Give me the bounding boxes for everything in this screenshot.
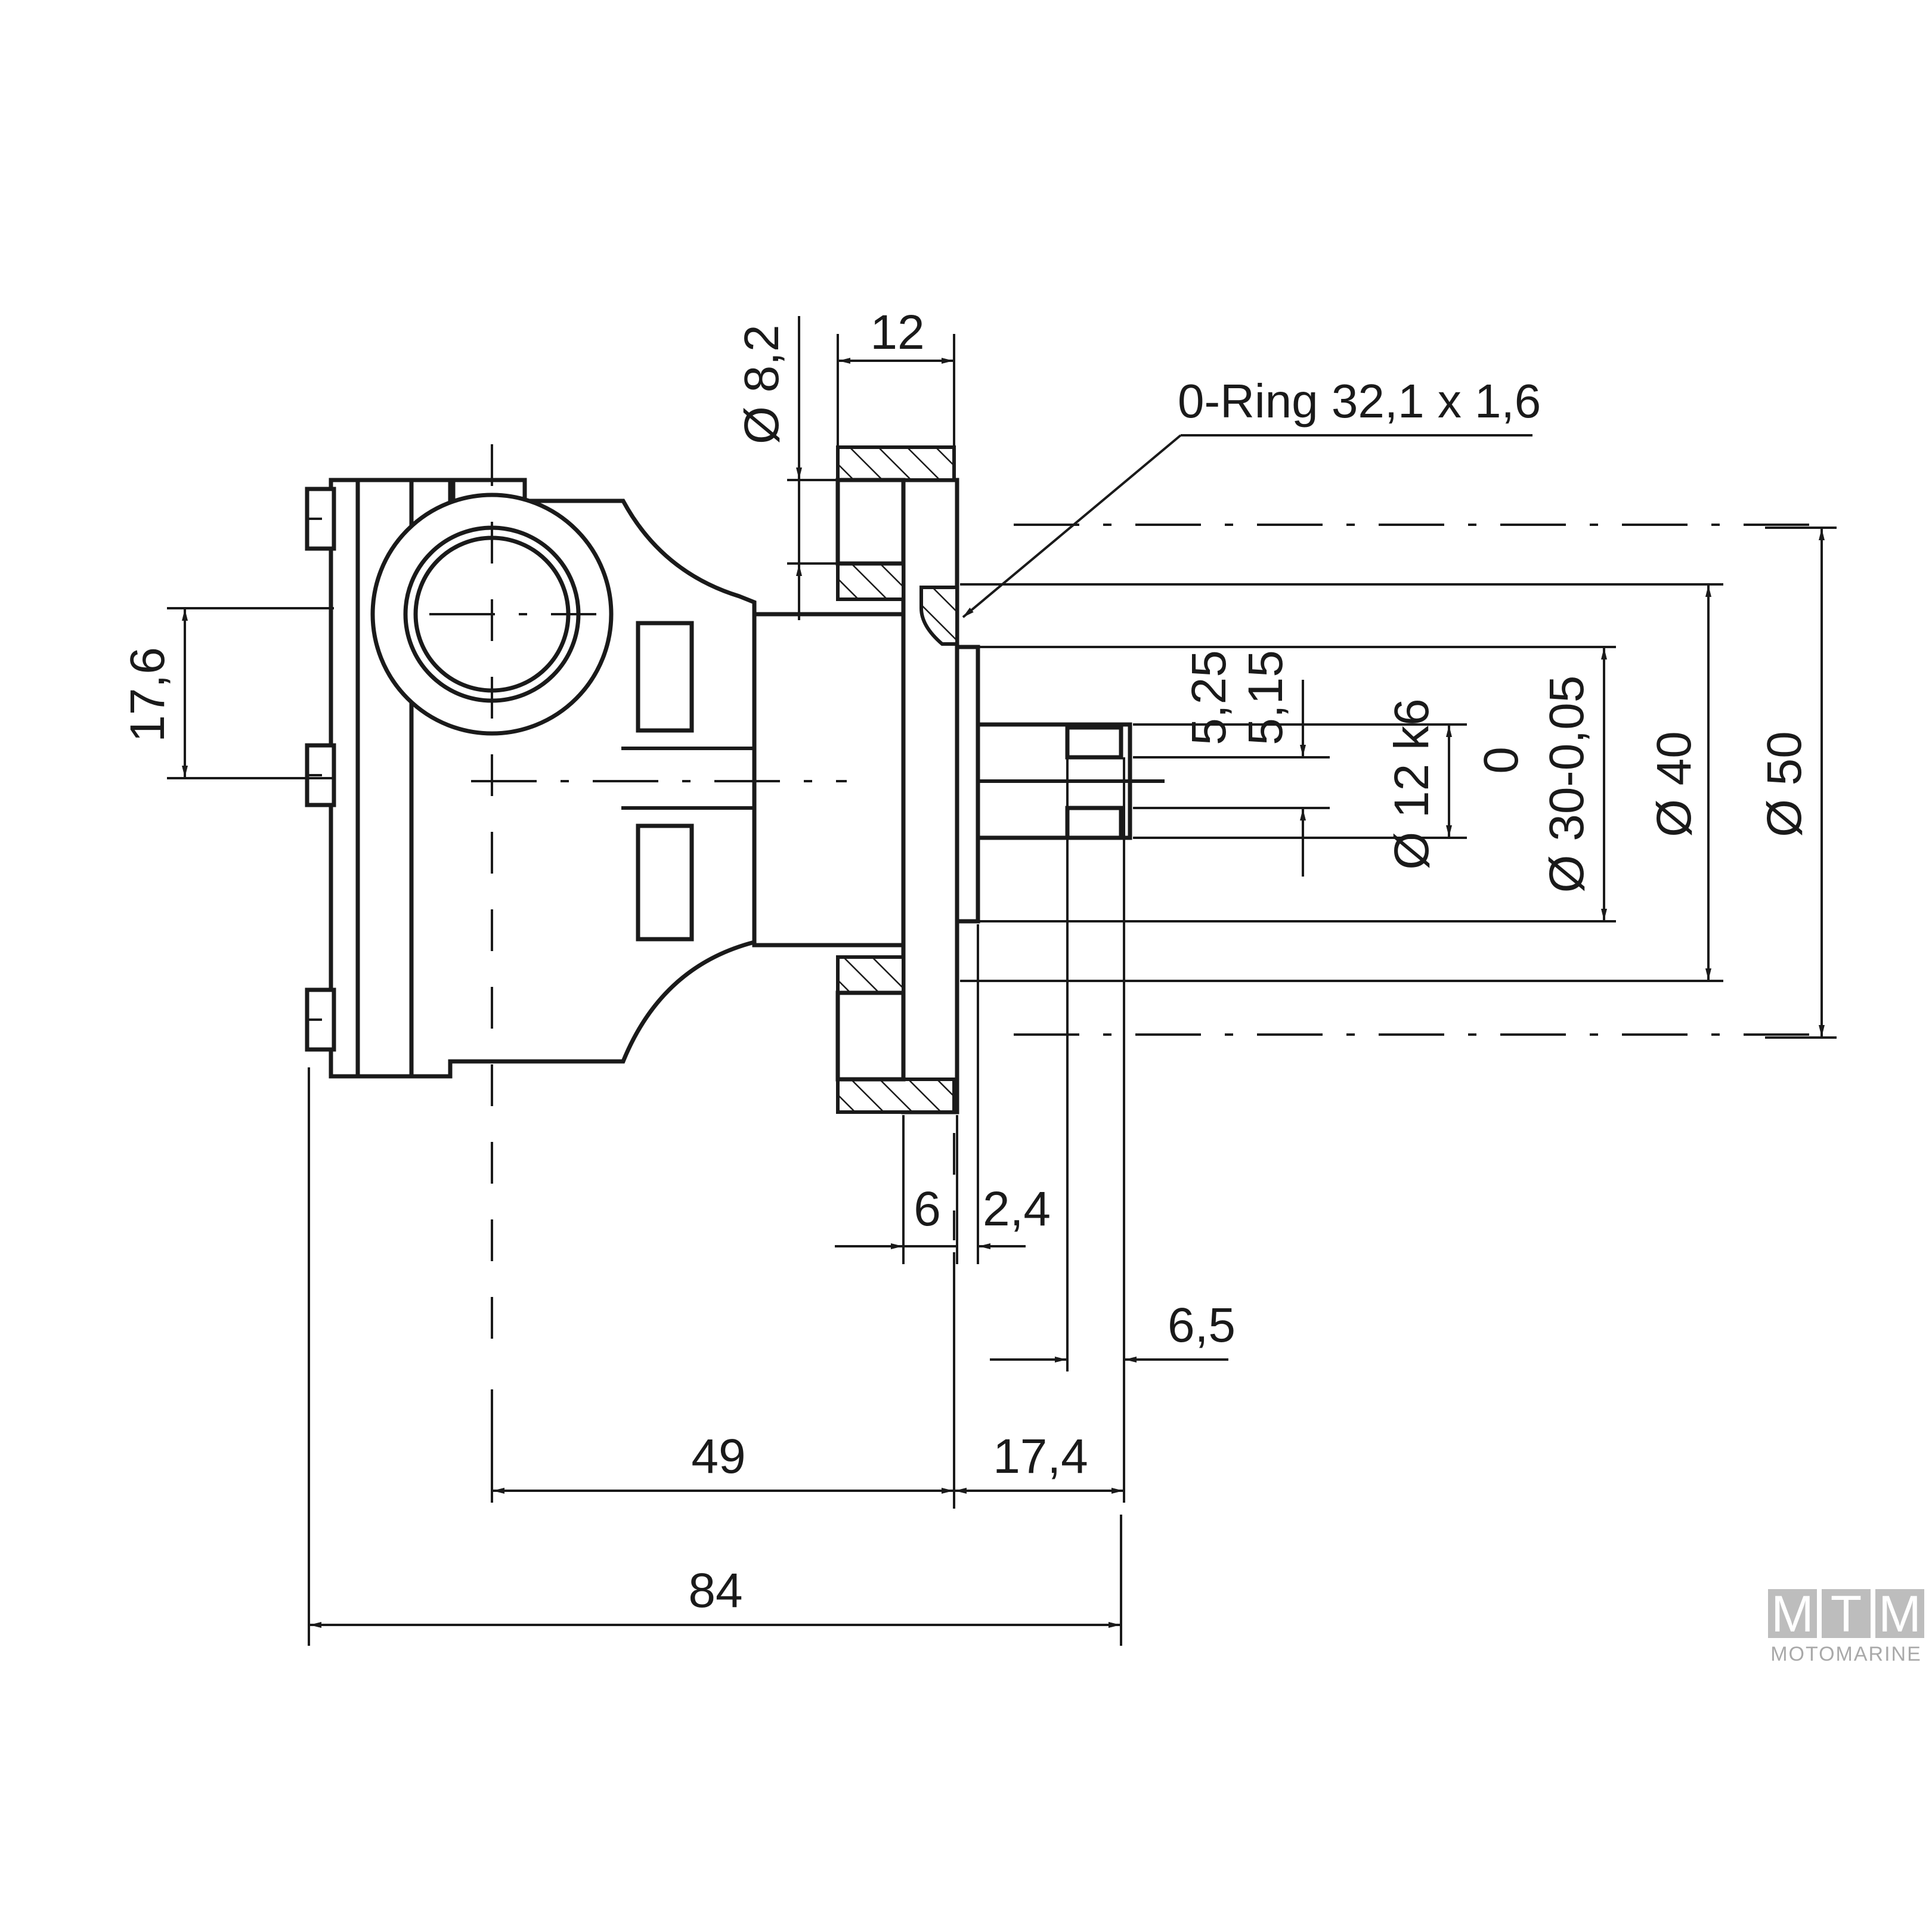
dim-center-to-flange: 49	[691, 1429, 745, 1484]
oring-section	[919, 586, 959, 646]
dim-key-length: 6,5	[1168, 1298, 1236, 1352]
flange-section-bottom	[836, 1078, 956, 1114]
flange-section-top	[836, 445, 956, 482]
dim-shaft-dia: Ø 12 k6	[1385, 698, 1439, 869]
logo-subtitle: MOTOMARINE	[1770, 1643, 1922, 1665]
dim-hole-dia: Ø 8,2	[735, 324, 789, 444]
dim-shaft-length: 17,4	[993, 1429, 1088, 1484]
logo-letter-2: T	[1831, 1586, 1862, 1643]
logo-letter-1: M	[1771, 1586, 1814, 1643]
oring-note: 0-Ring 32,1 x 1,6	[1178, 374, 1541, 428]
dim-bolt-circle-dia: Ø 50	[1757, 731, 1812, 837]
dim-hub-dia-tolerance: 0	[1474, 747, 1528, 774]
pump-housing	[305, 445, 1165, 1114]
dim-flange-width: 12	[870, 305, 924, 360]
dimension-labels: Ø 8,2 12 0-Ring 32,1 x 1,6 17,6 5,25 5,1…	[120, 305, 1812, 1618]
dim-overall-length: 84	[688, 1563, 742, 1618]
flange-section-top-lower	[836, 562, 905, 601]
cover-screw-heads	[305, 487, 336, 1052]
flange-section-bottom-upper	[836, 955, 905, 995]
dim-hub-dia: Ø 30-0,05	[1540, 676, 1594, 893]
dim-port-offset: 17,6	[120, 647, 175, 742]
dim-keyway-2: 5,15	[1239, 650, 1293, 745]
dim-pilot-dia: Ø 40	[1647, 731, 1701, 837]
dim-flange-thickness: 6	[914, 1182, 941, 1236]
dim-keyway-1: 5,25	[1182, 650, 1236, 745]
motomarine-logo: M T M MOTOMARINE	[1768, 1586, 1924, 1665]
dimension-lines	[167, 316, 1837, 1646]
dim-oring-offset: 2,4	[983, 1182, 1051, 1236]
centre-lines	[429, 444, 1825, 1371]
logo-letter-3: M	[1878, 1586, 1921, 1643]
